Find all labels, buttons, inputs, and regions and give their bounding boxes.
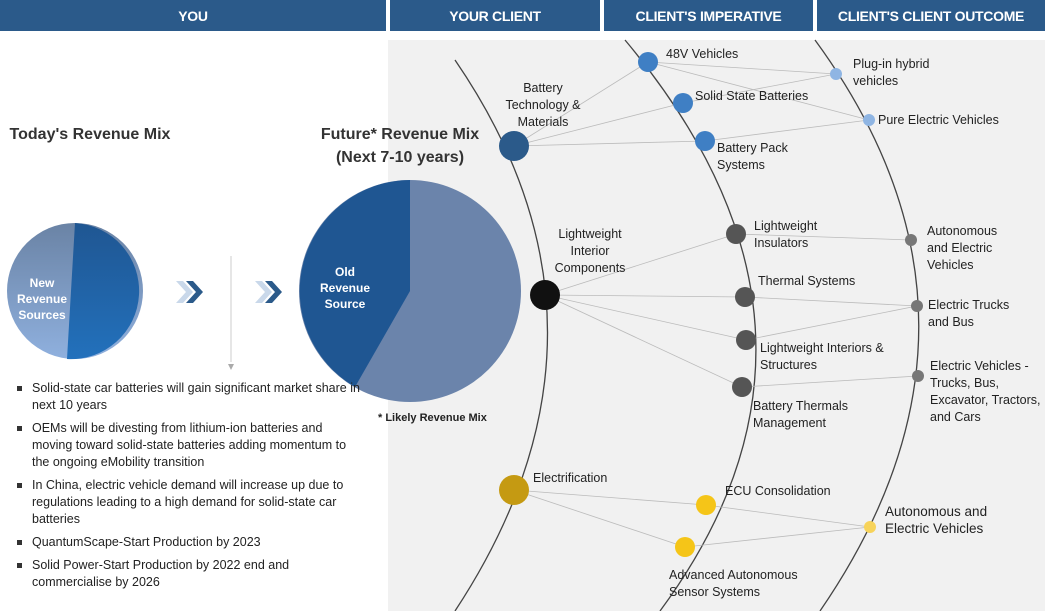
bullet-item: Solid Power-Start Production by 2022 end… xyxy=(14,557,364,591)
imperative-solid-state: Solid State Batteries xyxy=(695,89,809,103)
imperative-ecu: ECU Consolidation xyxy=(725,484,831,498)
chevron-icon xyxy=(176,281,193,303)
outcome-pure-ev: Pure Electric Vehicles xyxy=(878,113,999,127)
chevron-icon xyxy=(265,281,282,303)
outcome-plugin: Plug-in hybrid vehicles xyxy=(853,57,930,88)
today-pie-label: New Revenue Sources xyxy=(16,276,68,322)
node-48v xyxy=(638,52,658,72)
imperative-48v: 48V Vehicles xyxy=(666,47,739,61)
node-lightweight xyxy=(530,280,560,310)
node-outcome-4 xyxy=(911,300,923,312)
node-outcome-3 xyxy=(905,234,917,246)
chevron-icon xyxy=(186,281,203,303)
imperative-battery-thermals: Battery Thermals Management xyxy=(753,399,848,430)
future-pie-label: Old Revenue Source xyxy=(319,265,371,311)
header-you: YOU xyxy=(0,0,386,31)
client-battery-tech: Battery Technology & Materials xyxy=(505,81,581,129)
node-outcome-5 xyxy=(912,370,924,382)
future-subtitle: (Next 7-10 years) xyxy=(335,149,465,166)
node-outcome-6 xyxy=(864,521,876,533)
client-lightweight: Lightweight Interior Components xyxy=(554,227,626,275)
node-battery-pack xyxy=(695,131,715,151)
imperative-thermal: Thermal Systems xyxy=(758,274,856,288)
imperative-insulators: Lightweight Insulators xyxy=(754,219,818,250)
imperative-interiors: Lightweight Interiors & Structures xyxy=(760,341,884,372)
bullet-item: QuantumScape-Start Production by 2023 xyxy=(14,534,364,551)
future-note: * Likely Revenue Mix xyxy=(378,412,487,424)
imperative-battery-pack: Battery Pack Systems xyxy=(717,141,788,172)
today-title: Today's Revenue Mix xyxy=(9,126,171,143)
header-outcome: CLIENT'S CLIENT OUTCOME xyxy=(817,0,1045,31)
chevron-icon xyxy=(255,281,272,303)
header-imperative: CLIENT'S IMPERATIVE xyxy=(604,0,813,31)
future-title: Future* Revenue Mix xyxy=(320,126,480,143)
node-thermal xyxy=(735,287,755,307)
header-your-client: YOUR CLIENT xyxy=(390,0,600,31)
connectors xyxy=(513,61,919,548)
client-arc xyxy=(454,59,549,611)
node-adas xyxy=(675,537,695,557)
future-pie-old xyxy=(299,180,410,387)
node-ecu xyxy=(696,495,716,515)
node-battery-tech xyxy=(499,131,529,161)
bullet-item: OEMs will be divesting from lithium-ion … xyxy=(14,420,364,471)
outcome-ev-trucks: Electric Vehicles - Trucks, Bus, Excavat… xyxy=(930,359,1041,424)
node-insulators xyxy=(726,224,746,244)
outcome-trucks-bus: Electric Trucks and Bus xyxy=(928,298,1010,329)
imperative-adas: Advanced Autonomous Sensor Systems xyxy=(669,568,798,599)
node-outcome-2 xyxy=(863,114,875,126)
outcome-autonomous-ev-2: Autonomous and Electric Vehicles xyxy=(885,504,988,536)
outcome-autonomous-ev: Autonomous and Electric Vehicles xyxy=(927,224,998,272)
node-electrification xyxy=(499,475,529,505)
client-electrification: Electrification xyxy=(533,471,608,485)
node-interiors xyxy=(736,330,756,350)
node-battery-thermals xyxy=(732,377,752,397)
arrow-down-icon xyxy=(228,364,234,370)
today-pie-other xyxy=(67,223,140,360)
bullet-list: Solid-state car batteries will gain sign… xyxy=(14,380,364,597)
node-outcome-1 xyxy=(830,68,842,80)
bullet-item: In China, electric vehicle demand will i… xyxy=(14,477,364,528)
bullet-item: Solid-state car batteries will gain sign… xyxy=(14,380,364,414)
imperative-arc xyxy=(624,39,757,611)
node-solid-state xyxy=(673,93,693,113)
